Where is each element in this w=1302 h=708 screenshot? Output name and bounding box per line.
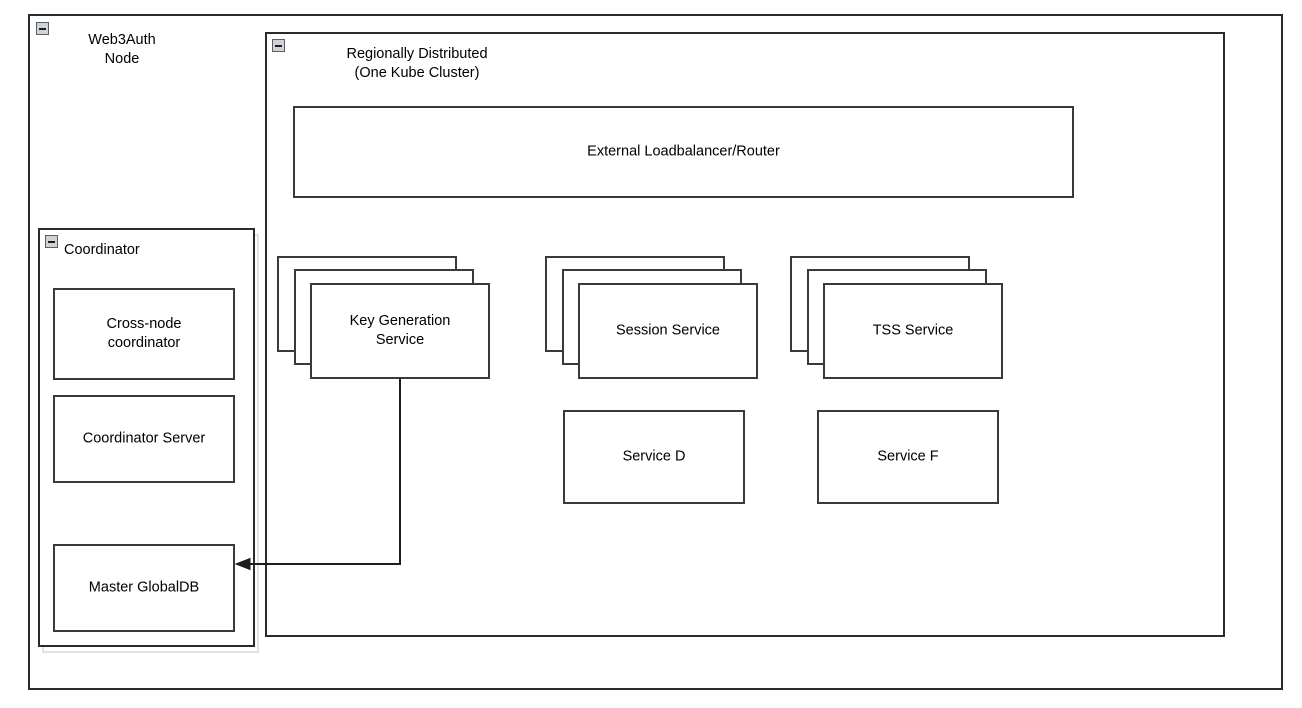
- service-d-box[interactable]: Service D: [563, 410, 745, 504]
- cross-node-coordinator-label: Cross-node coordinator: [106, 316, 182, 351]
- kube-cluster-collapse-icon[interactable]: [272, 39, 285, 52]
- coordinator-server-label: Coordinator Server: [82, 430, 206, 447]
- cross-node-coordinator-box[interactable]: Cross-node coordinator: [53, 288, 235, 380]
- service-f-label: Service F: [877, 448, 939, 465]
- session-service-label: Session Service: [616, 322, 720, 339]
- coordinator-title: Coordinator: [64, 242, 140, 258]
- master-globaldb-label: Master GlobalDB: [88, 579, 200, 596]
- tss-service-replica-front[interactable]: TSS Service: [823, 283, 1003, 379]
- external-loadbalancer-label: External Loadbalancer/Router: [587, 143, 780, 160]
- session-service-replica-front[interactable]: Session Service: [578, 283, 758, 379]
- service-f-box[interactable]: Service F: [817, 410, 999, 504]
- master-globaldb-box[interactable]: Master GlobalDB: [53, 544, 235, 632]
- key-generation-service-label: Key Generation Service: [349, 313, 451, 348]
- external-loadbalancer-box[interactable]: External Loadbalancer/Router: [293, 106, 1074, 198]
- web3auth-node-collapse-icon[interactable]: [36, 22, 49, 35]
- coordinator-collapse-icon[interactable]: [45, 235, 58, 248]
- service-d-label: Service D: [622, 448, 686, 465]
- kube-cluster-title: Regionally Distributed (One Kube Cluster…: [346, 46, 488, 81]
- tss-service-stack[interactable]: TSS Service: [790, 256, 1003, 379]
- web3auth-node-title: Web3Auth Node: [88, 32, 156, 67]
- session-service-stack[interactable]: Session Service: [545, 256, 758, 379]
- tss-service-label: TSS Service: [872, 322, 954, 339]
- key-generation-service-replica-front[interactable]: Key Generation Service: [310, 283, 490, 379]
- coordinator-server-box[interactable]: Coordinator Server: [53, 395, 235, 483]
- key-generation-service-stack[interactable]: Key Generation Service: [277, 256, 490, 379]
